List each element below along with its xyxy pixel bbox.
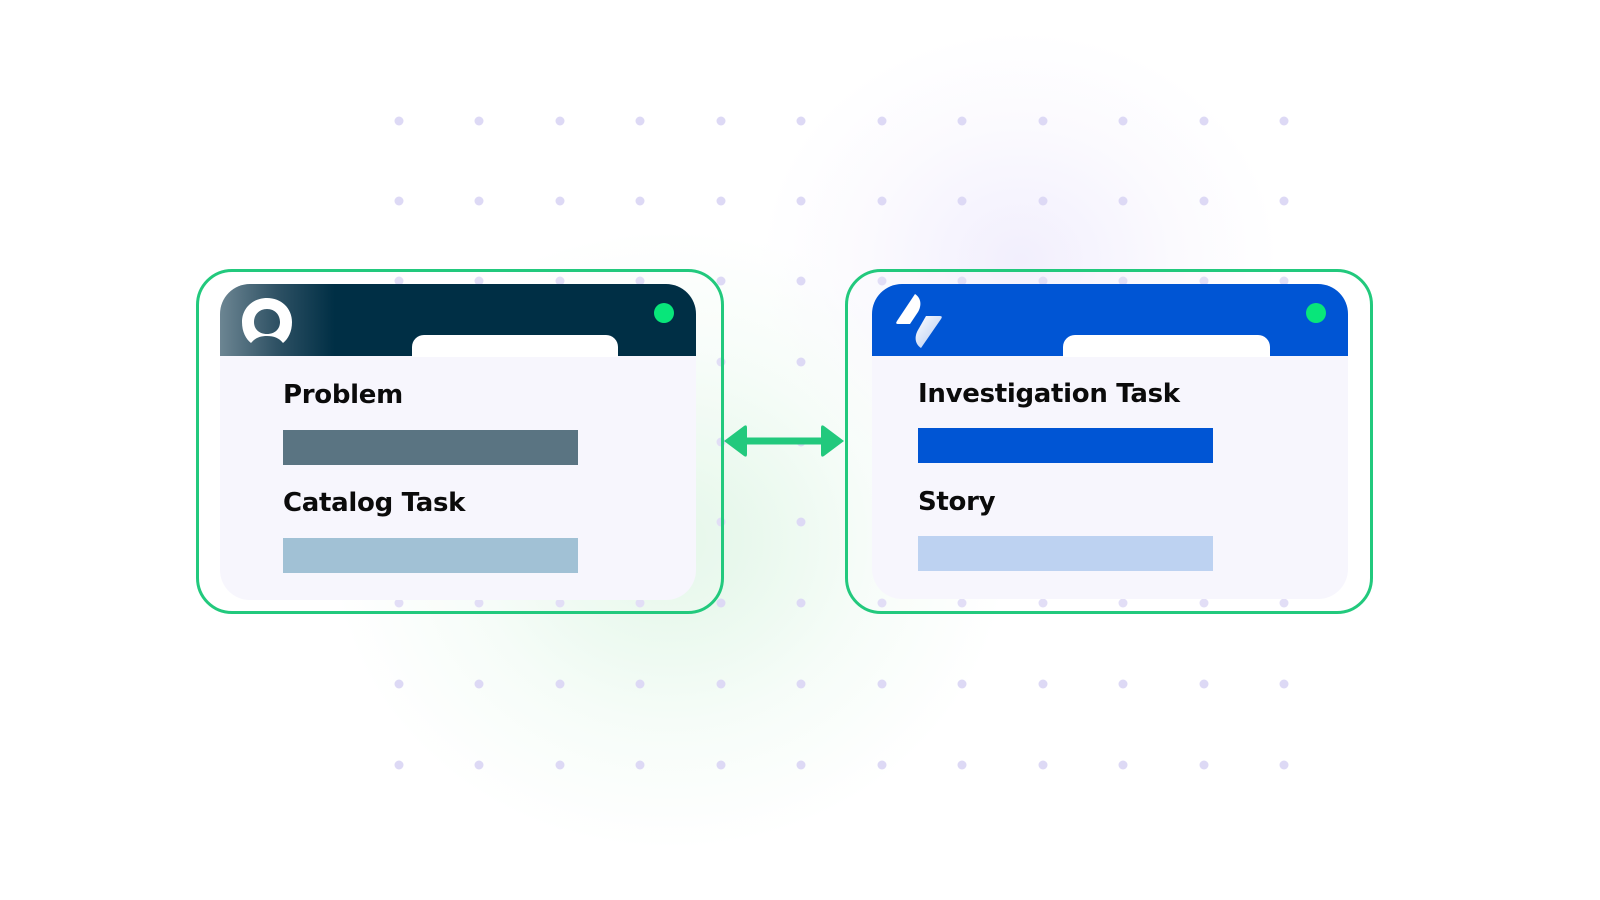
grid-dot xyxy=(1038,196,1048,206)
right-field-label-1: Investigation Task xyxy=(918,379,1180,409)
grid-dot xyxy=(555,679,565,689)
grid-dot xyxy=(1199,679,1209,689)
right-field-label-2: Story xyxy=(918,487,996,517)
grid-dot xyxy=(1279,679,1289,689)
grid-dot xyxy=(394,196,404,206)
grid-dot xyxy=(877,760,887,770)
left-field-label-2: Catalog Task xyxy=(283,488,466,518)
grid-dot xyxy=(957,196,967,206)
grid-dot xyxy=(796,116,806,126)
left-panel-card: Problem Catalog Task xyxy=(220,284,696,600)
left-field-label-1: Problem xyxy=(283,380,403,410)
grid-dot xyxy=(877,679,887,689)
grid-dot xyxy=(716,760,726,770)
grid-dot xyxy=(796,196,806,206)
grid-dot xyxy=(1279,196,1289,206)
grid-dot xyxy=(1199,760,1209,770)
right-header-tab[interactable] xyxy=(1063,335,1270,357)
grid-dot xyxy=(957,760,967,770)
grid-dot xyxy=(716,196,726,206)
grid-dot xyxy=(394,116,404,126)
left-field-bar-2[interactable] xyxy=(283,538,578,573)
grid-dot xyxy=(1199,116,1209,126)
grid-dot xyxy=(1038,679,1048,689)
grid-dot xyxy=(716,598,726,608)
grid-dot xyxy=(877,116,887,126)
grid-dot xyxy=(1118,760,1128,770)
grid-dot xyxy=(877,196,887,206)
grid-dot xyxy=(796,598,806,608)
grid-dot xyxy=(796,357,806,367)
grid-dot xyxy=(555,196,565,206)
grid-dot xyxy=(474,196,484,206)
servicenow-logo-icon xyxy=(242,298,292,343)
grid-dot xyxy=(957,116,967,126)
grid-dot xyxy=(474,760,484,770)
grid-dot xyxy=(716,679,726,689)
grid-dot xyxy=(474,679,484,689)
grid-dot xyxy=(1279,116,1289,126)
grid-dot xyxy=(796,679,806,689)
grid-dot xyxy=(635,116,645,126)
right-field-bar-1[interactable] xyxy=(918,428,1213,463)
right-panel-card: Investigation Task Story xyxy=(872,284,1348,599)
right-status-indicator xyxy=(1306,303,1326,323)
grid-dot xyxy=(1038,116,1048,126)
grid-dot xyxy=(394,679,404,689)
left-header-tab[interactable] xyxy=(412,335,618,357)
grid-dot xyxy=(1279,760,1289,770)
right-panel-header xyxy=(872,284,1348,357)
grid-dot xyxy=(1199,196,1209,206)
grid-dot xyxy=(474,116,484,126)
grid-dot xyxy=(555,116,565,126)
grid-dot xyxy=(555,760,565,770)
grid-dot xyxy=(635,196,645,206)
grid-dot xyxy=(796,276,806,286)
grid-dot xyxy=(1118,679,1128,689)
left-status-indicator xyxy=(654,303,674,323)
grid-dot xyxy=(635,760,645,770)
grid-dot xyxy=(1118,196,1128,206)
grid-dot xyxy=(635,679,645,689)
grid-dot xyxy=(1118,116,1128,126)
grid-dot xyxy=(957,679,967,689)
grid-dot xyxy=(796,760,806,770)
left-panel-header xyxy=(220,284,696,357)
grid-dot xyxy=(394,760,404,770)
grid-dot xyxy=(796,517,806,527)
grid-dot xyxy=(716,116,726,126)
jira-logo-icon xyxy=(896,294,942,348)
grid-dot xyxy=(1038,760,1048,770)
bidirectional-arrow-icon xyxy=(724,425,844,457)
right-field-bar-2[interactable] xyxy=(918,536,1213,571)
left-field-bar-1[interactable] xyxy=(283,430,578,465)
